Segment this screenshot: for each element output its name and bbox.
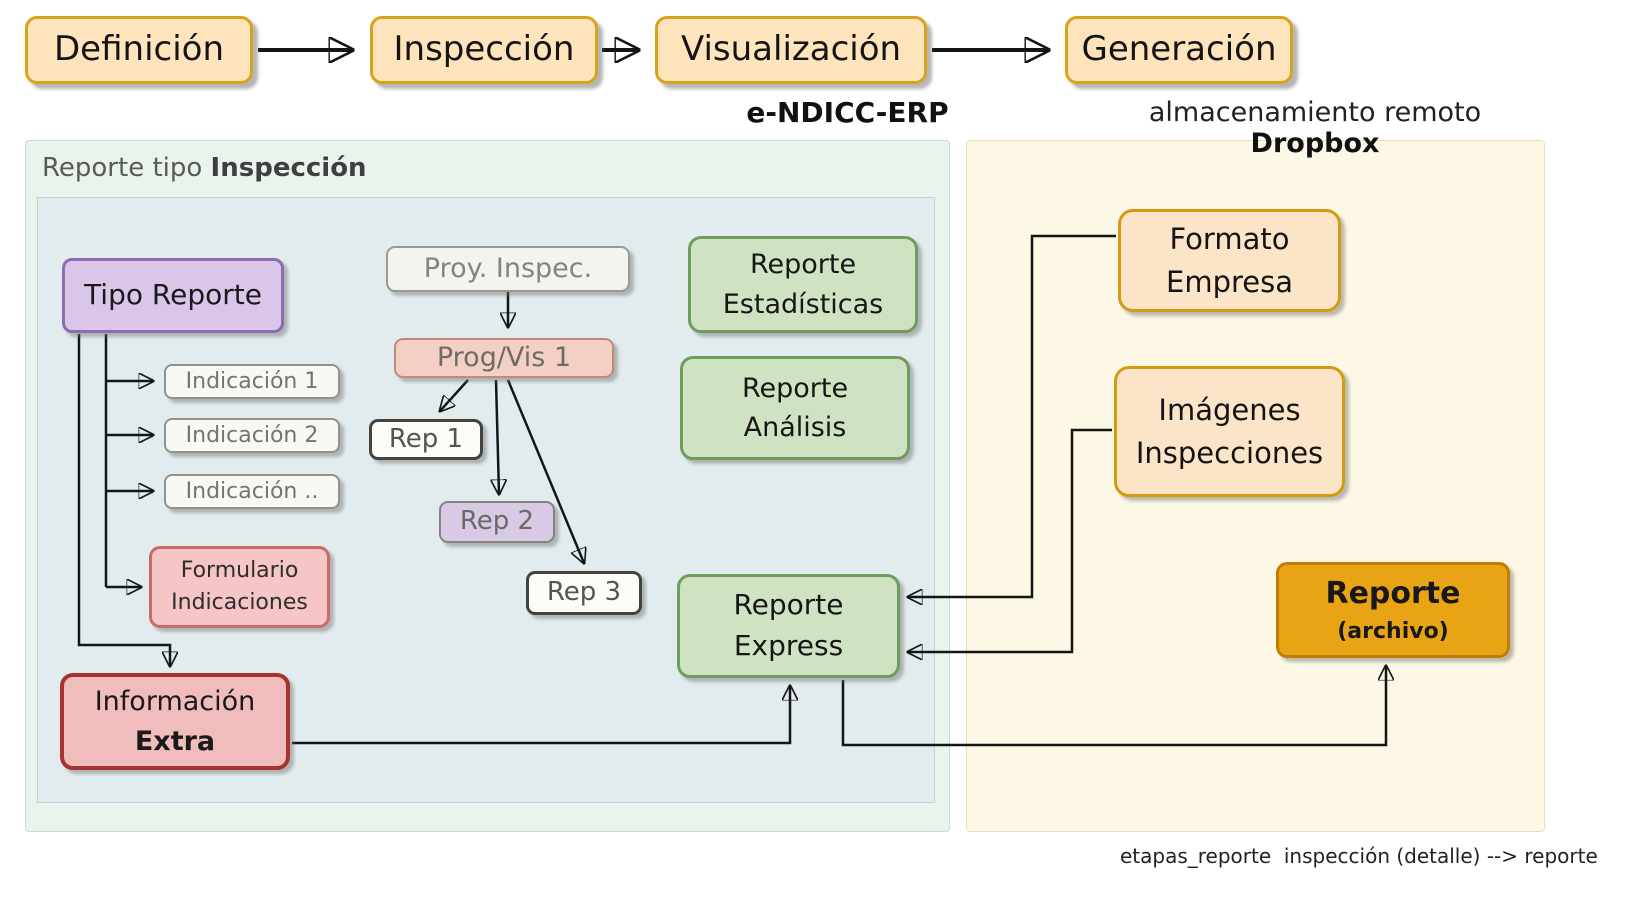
- remote-storage-label-prefix: almacenamiento remoto: [1148, 97, 1482, 128]
- node-informacion-extra: Información Extra: [60, 673, 290, 770]
- node-tipo-reporte-label: Tipo Reporte: [84, 278, 262, 312]
- node-reporte-express: Reporte Express: [677, 574, 900, 678]
- stage-generacion: Generación: [1065, 16, 1293, 84]
- stage-definicion-label: Definición: [54, 29, 224, 70]
- node-reporte-archivo: Reporte (archivo): [1276, 562, 1510, 658]
- node-reporte-analisis-line1: Reporte: [741, 372, 849, 404]
- node-reporte-express-line1: Reporte: [733, 588, 844, 622]
- node-prog-vis-label: Prog/Vis 1: [436, 342, 572, 374]
- node-indicacion-dots-label: Indicación ..: [185, 478, 319, 504]
- erp-label: e-NDICC-ERP: [746, 96, 949, 129]
- node-rep-3-label: Rep 3: [546, 577, 622, 608]
- node-indicacion-2-label: Indicación 2: [185, 422, 319, 448]
- node-informacion-line2: Extra: [134, 725, 216, 757]
- stage-definicion: Definición: [25, 16, 253, 84]
- stage-inspeccion: Inspección: [370, 16, 598, 84]
- node-imagenes-line2: Inspecciones: [1135, 435, 1324, 470]
- stage-visualizacion-label: Visualización: [680, 29, 902, 70]
- node-formato-empresa: Formato Empresa: [1118, 209, 1341, 312]
- node-reporte-estadisticas-line2: Estadísticas: [722, 288, 884, 320]
- node-prog-vis: Prog/Vis 1: [394, 338, 614, 378]
- stage-generacion-label: Generación: [1081, 29, 1277, 70]
- node-reporte-estadisticas: Reporte Estadísticas: [688, 236, 918, 333]
- diagram-caption: etapas_reporte inspección (detalle) --> …: [1120, 844, 1598, 868]
- node-proy-inspec: Proy. Inspec.: [386, 246, 630, 292]
- node-proy-inspec-label: Proy. Inspec.: [423, 253, 593, 285]
- node-imagenes-line1: Imágenes: [1158, 393, 1301, 428]
- node-reporte-analisis-line2: Análisis: [743, 412, 847, 443]
- node-reporte-archivo-line1: Reporte: [1325, 576, 1461, 612]
- node-informacion-line1: Información: [94, 686, 256, 718]
- node-reporte-express-line2: Express: [733, 629, 844, 662]
- node-formulario-indicaciones: Formulario Indicaciones: [149, 546, 330, 628]
- remote-storage-label-bold: Dropbox: [1250, 128, 1380, 159]
- node-reporte-archivo-line2: (archivo): [1337, 618, 1449, 644]
- node-indicacion-2: Indicación 2: [164, 418, 340, 453]
- inspection-panel-title-prefix: Reporte tipo: [42, 153, 211, 183]
- node-formato-line1: Formato: [1169, 222, 1290, 257]
- node-indicacion-dots: Indicación ..: [164, 474, 340, 509]
- node-indicacion-1: Indicación 1: [164, 364, 340, 399]
- node-indicacion-1-label: Indicación 1: [185, 368, 319, 394]
- node-formulario-line1: Formulario: [180, 558, 299, 584]
- stage-inspeccion-label: Inspección: [393, 29, 575, 70]
- node-tipo-reporte: Tipo Reporte: [62, 258, 284, 333]
- node-reporte-analisis: Reporte Análisis: [680, 356, 910, 460]
- stage-visualizacion: Visualización: [655, 16, 927, 84]
- node-rep-2-label: Rep 2: [459, 506, 535, 537]
- node-formulario-line2: Indicaciones: [171, 590, 308, 615]
- node-rep-2: Rep 2: [439, 501, 555, 543]
- node-formato-line2: Empresa: [1166, 264, 1293, 299]
- node-reporte-estadisticas-line1: Reporte: [749, 249, 857, 281]
- remote-storage-label: almacenamiento remoto Dropbox: [1090, 97, 1540, 159]
- inspection-panel-title-bold: Inspección: [210, 153, 367, 183]
- node-rep-1: Rep 1: [369, 419, 483, 460]
- node-imagenes-inspecciones: Imágenes Inspecciones: [1114, 366, 1345, 497]
- node-rep-3: Rep 3: [526, 571, 642, 615]
- node-rep-1-label: Rep 1: [388, 423, 464, 454]
- inspection-panel-title: Reporte tipo Inspección: [42, 153, 367, 183]
